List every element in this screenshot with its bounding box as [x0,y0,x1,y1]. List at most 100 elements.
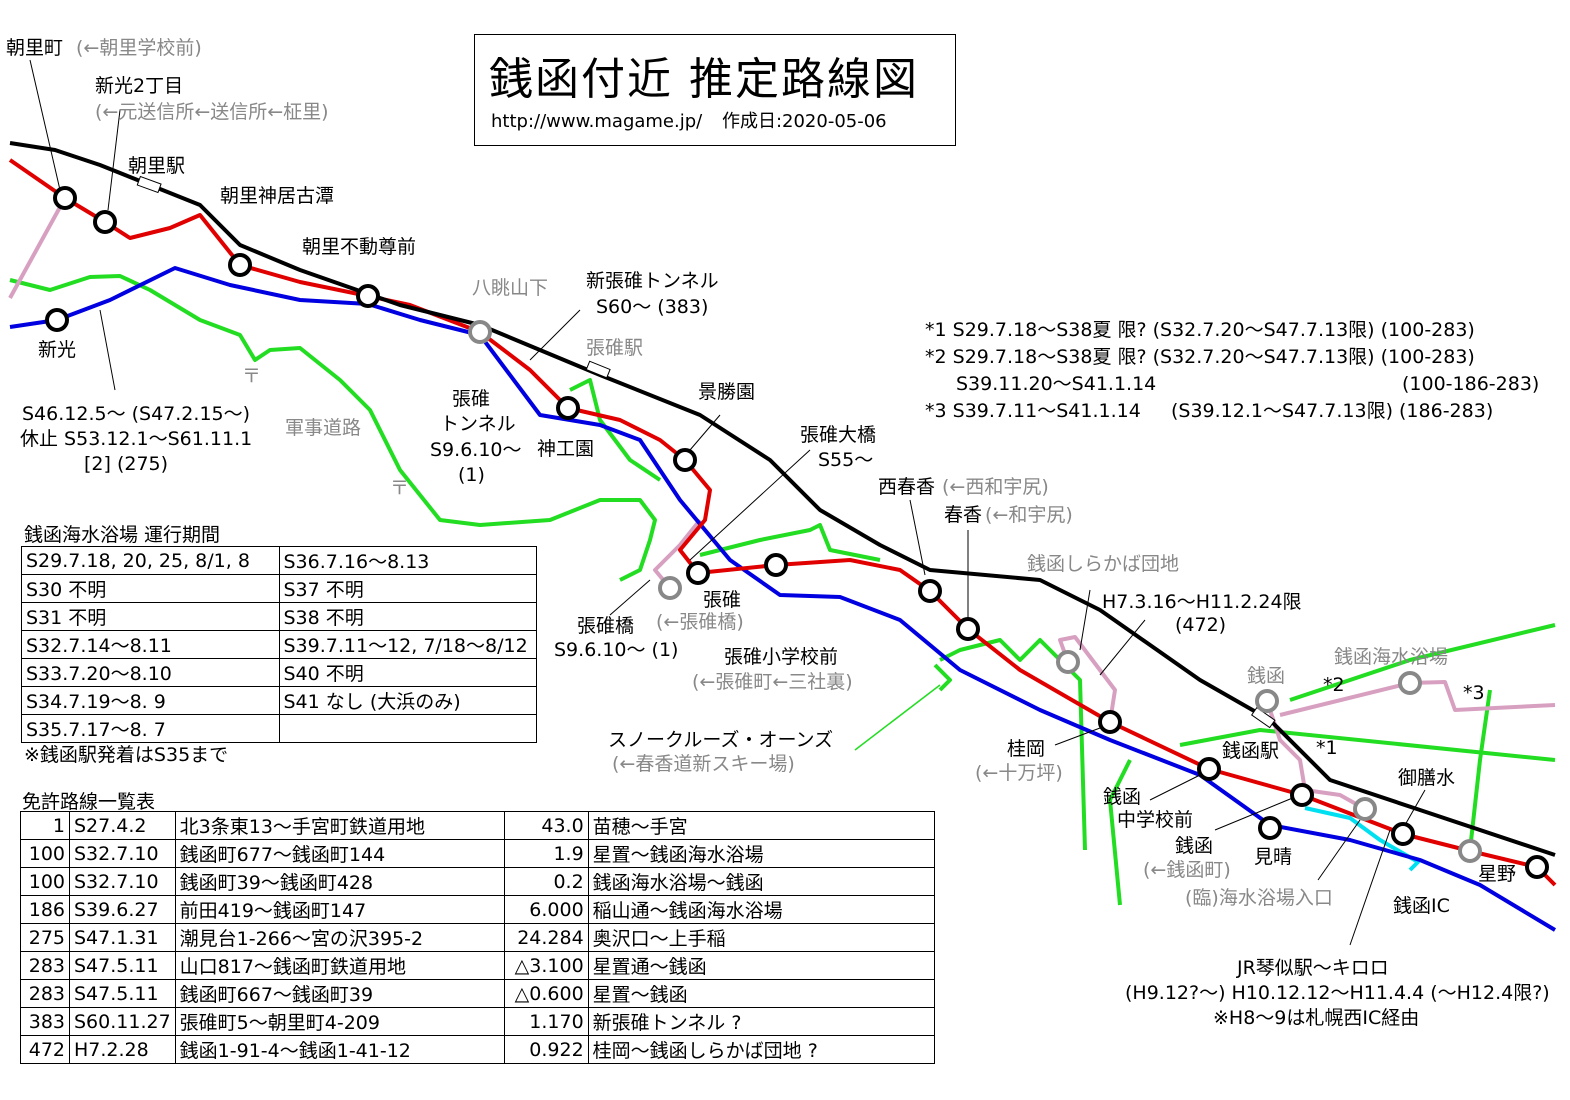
stop-asari-fudo[interactable] [356,284,380,308]
license-table-caption: 免許路線一覧表 [22,791,156,813]
table-cell: S47.5.11 [69,951,176,980]
blue-route [9,266,1557,932]
stop-zenibako-gray[interactable] [1255,689,1279,713]
stop-harusu[interactable] [686,561,710,585]
table-cell: 283 [20,979,70,1008]
table-cell: 稲山通～銭函海水浴場 [587,895,936,924]
table-cell: S29.7.18, 20, 25, 8/1, 8 [21,546,280,575]
label-asarimachi-old: (←朝里学校前) [76,37,202,59]
pink-route [1058,635,1117,723]
table-cell: 苗穂～手宮 [587,811,936,840]
note-1: *1 S29.7.18～S38夏 限? (S32.7.20～S47.7.13限)… [925,319,1475,341]
title-box: 銭函付近 推定路線図 http://www.magame.jp/ 作成日:202… [474,34,956,146]
table-cell: 銭函1-91-4～銭函1-41-12 [174,1035,505,1064]
stop-keishoen[interactable] [673,448,697,472]
table-cell: 283 [20,951,70,980]
label-shin-harusu-tunnel-date: S60～ (383) [596,296,708,318]
stop-zenibako[interactable] [1290,783,1314,807]
label-asarimachi: 朝里町 [6,37,63,59]
label-beach-entrance: (臨)海水浴場入口 [1185,887,1333,909]
stop-harusu-bashi[interactable] [658,576,682,600]
stop-harusu-school[interactable] [764,553,788,577]
stop-nishi-haruka[interactable] [918,579,942,603]
table-cell: 北3条東13～手宮町鉄道用地 [174,811,505,840]
label-zenibako-jhs-1: 銭函 [1103,786,1141,808]
stop-shirakaba[interactable] [1056,650,1080,674]
table-cell: 桂岡～銭函しらかば団地 ? [587,1035,936,1064]
green-road [1108,759,1132,906]
green-road [1179,728,1556,762]
harusu-station-mark [585,360,611,379]
table-cell: S30 不明 [21,574,280,603]
stop-zenibako-ic[interactable] [1458,839,1482,863]
label-star1: *1 [1316,737,1338,759]
table-cell: 186 [20,895,70,924]
table-cell: 100 [20,839,70,868]
stop-shinko2[interactable] [93,210,117,234]
green-road [939,638,1087,851]
label-keishoen: 景勝園 [698,381,755,403]
label-hachoyama: 八眺山下 [472,277,548,299]
site-url[interactable]: http://www.magame.jp/ [491,111,703,132]
table-cell: 銭函海水浴場～銭函 [587,867,936,896]
stop-beach-entrance[interactable] [1353,797,1377,821]
label-gozensui: 御膳水 [1398,767,1455,789]
label-kotoni-3: ※H8～9は札幌西IC経由 [1213,1007,1419,1029]
stop-zenibako-jhs[interactable] [1197,757,1221,781]
table-cell: S37 不明 [278,574,537,603]
stop-shinko[interactable] [45,308,69,332]
label-nishi-haruka: 西春香 [878,476,935,498]
table-cell: S38 不明 [278,602,537,631]
label-star3: *3 [1463,682,1485,704]
table-cell: S39.7.11～12, 7/18～8/12 [278,630,537,659]
stop-shinkoen[interactable] [556,396,580,420]
table-cell: 1.9 [503,839,589,868]
table-cell: 潮見台1-266～宮の沢395-2 [174,923,505,952]
table-cell: △0.600 [503,979,589,1008]
label-katsuraoka: 桂岡 [1007,738,1045,760]
table-cell: S36.7.16～8.13 [278,546,537,575]
stop-gozensui[interactable] [1391,822,1415,846]
stop-zenibako-beach[interactable] [1398,671,1422,695]
zenibako-station-mark [1250,706,1276,729]
label-haruka: 春香 [944,504,982,526]
stop-asari-kamui[interactable] [228,253,252,277]
page-title: 銭函付近 推定路線図 [489,54,919,105]
label-shinko-note-3: [2] (275) [84,453,168,475]
stop-miharashi[interactable] [1258,816,1282,840]
table-cell: S32.7.10 [69,867,176,896]
label-zenibako-beach: 銭函海水浴場 [1334,646,1448,668]
table-cell: S33.7.20～8.10 [21,658,280,687]
note-2-routes: (100-186-283) [1402,373,1539,395]
label-zenibako2-old: (←銭函町) [1143,859,1231,881]
bus-stops [45,186,1549,879]
label-shirakaba: 銭函しらかば団地 [1027,553,1179,575]
stop-haruka[interactable] [956,617,980,641]
label-zenibako2: 銭函 [1175,835,1213,857]
stop-asarimachi[interactable] [53,186,77,210]
label-zenibako: 銭函 [1247,665,1285,687]
green-road [1468,689,1492,851]
note-2-continued: S39.11.20～S41.1.14 [956,373,1156,395]
label-star2: *2 [1323,674,1345,696]
stop-hachoyama[interactable] [468,320,492,344]
beach-table-footnote: ※銭函駅発着はS35まで [24,744,229,766]
pink-route [1279,680,1556,717]
table-cell: 383 [20,1007,70,1036]
green-road [699,523,881,562]
stop-hoshino[interactable] [1525,855,1549,879]
label-harusu-station: 張碓駅 [586,337,643,359]
stop-katsuraoka[interactable] [1098,710,1122,734]
label-harusu-school: 張碓小学校前 [724,646,838,668]
table-cell: 1.170 [503,1007,589,1036]
